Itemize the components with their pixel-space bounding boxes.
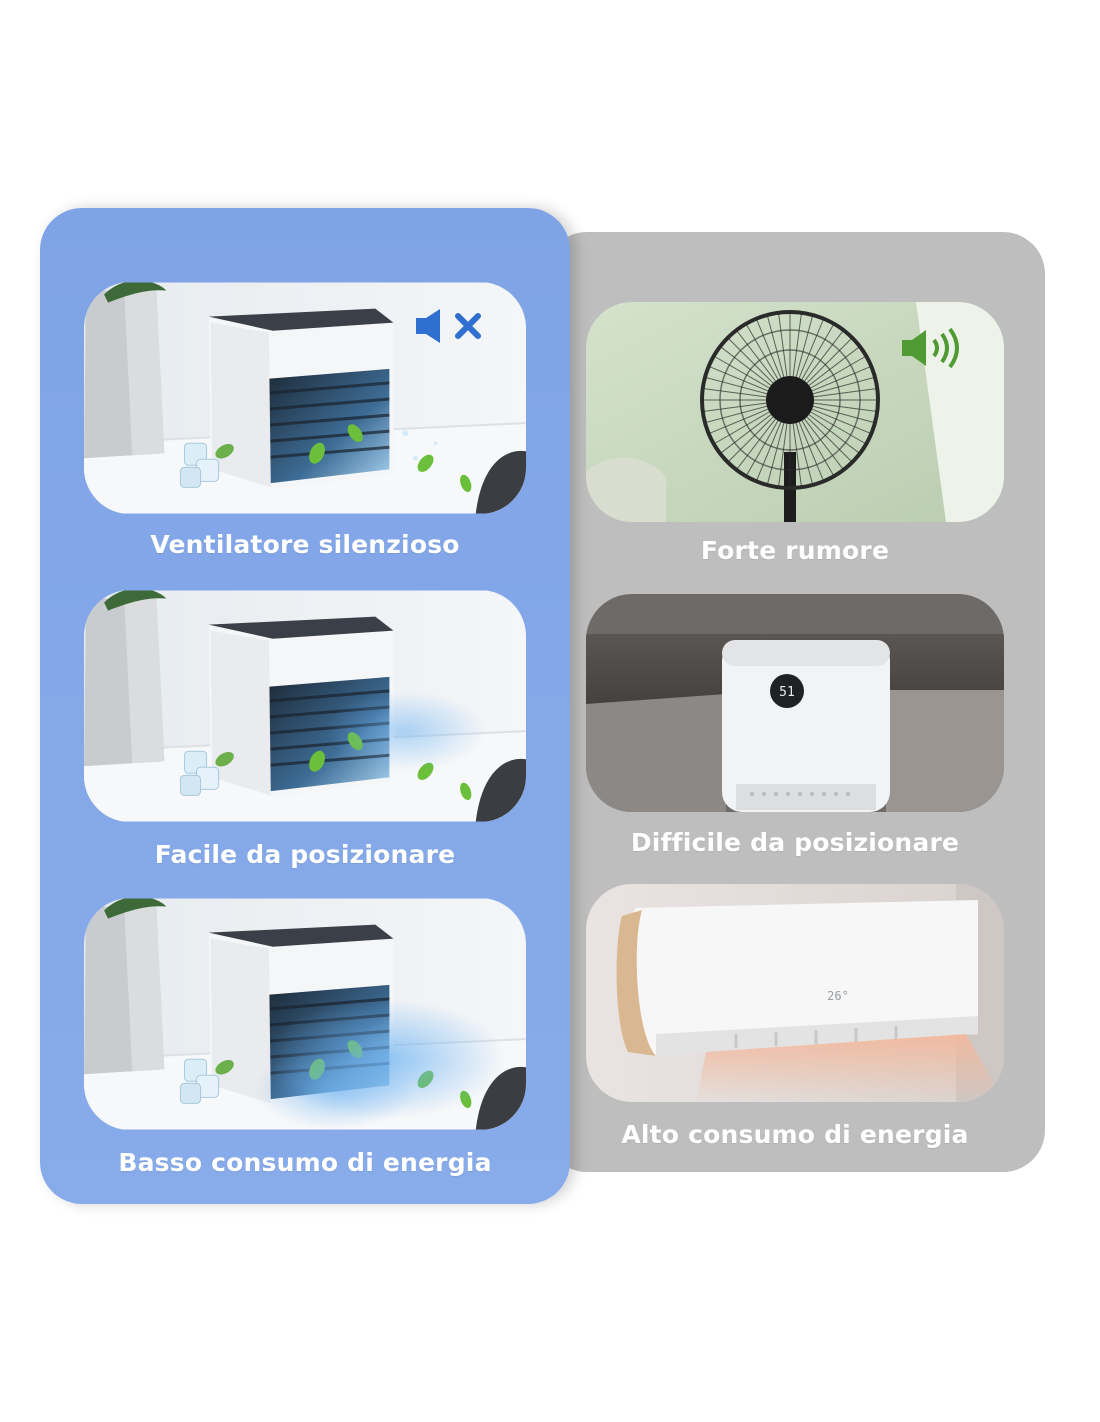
alternative-label-noisy: Forte rumore [700, 536, 890, 565]
feature-label-low-energy: Basso consumo di energia [118, 1148, 492, 1177]
alternative-card-air-conditioner: 26° [586, 884, 1004, 1102]
alternative-card-purifier: 51 [586, 594, 1004, 812]
purifier-photo: 51 [586, 594, 1004, 812]
alternative-label-high-energy: Alto consumo di energia [621, 1120, 969, 1149]
feature-card-low-energy [84, 898, 526, 1130]
feature-card-easy-placement [84, 590, 526, 822]
standing-fan-photo [586, 302, 1004, 522]
air-conditioner-photo: 26° [586, 884, 1004, 1102]
feature-label-easy-placement: Facile da posizionare [154, 840, 456, 869]
alternative-card-noisy-fan [586, 302, 1004, 522]
purifier-display: 51 [779, 685, 795, 700]
cooler-photo [84, 282, 526, 514]
feature-label-silent: Ventilatore silenzioso [150, 530, 460, 559]
feature-card-silent [84, 282, 526, 514]
mute-speaker-icon [416, 309, 481, 343]
cooler-photo [84, 898, 526, 1130]
loud-speaker-icon [902, 327, 959, 369]
ac-display: 26° [827, 989, 849, 1003]
alternative-label-hard-placement: Difficile da posizionare [630, 828, 960, 857]
cooler-photo [84, 590, 526, 822]
